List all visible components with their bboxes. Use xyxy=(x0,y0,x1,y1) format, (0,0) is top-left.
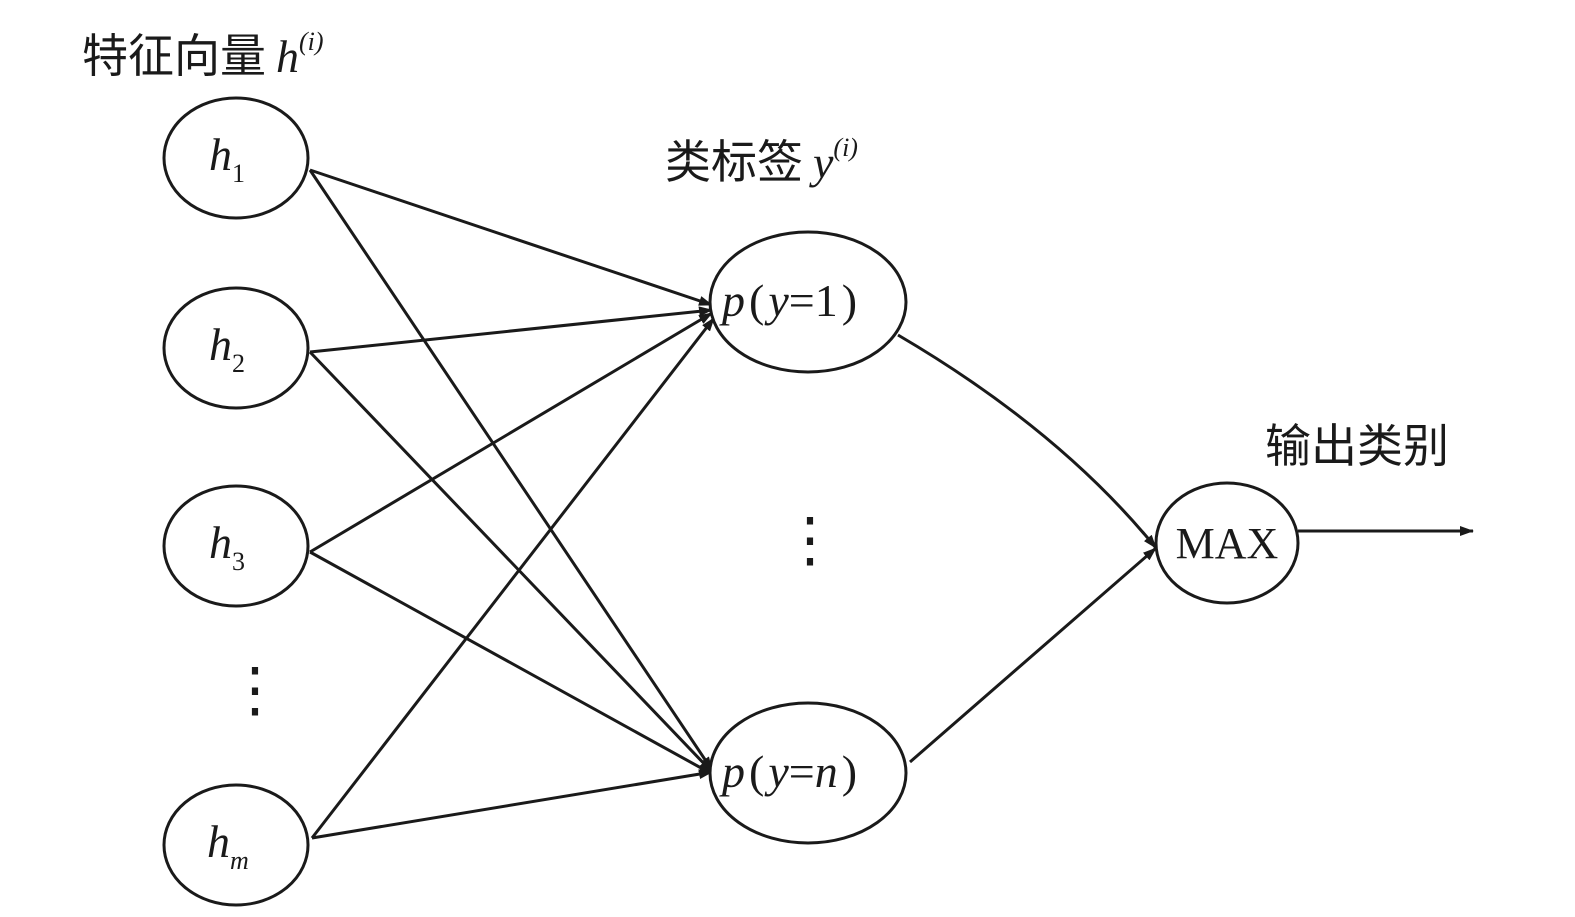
input-ellipsis: ⋮ xyxy=(225,657,285,723)
edge-h3-p1 xyxy=(309,311,713,554)
node-ellipse xyxy=(162,96,310,220)
edge-hm-p1 xyxy=(310,317,716,839)
node-var: h xyxy=(209,319,232,370)
prob-node-yn: p(y=n) xyxy=(708,701,908,845)
prob-node-y1: p(y=1) xyxy=(708,230,908,374)
output-class-title: 输出类别 xyxy=(1265,419,1449,473)
edge-h2-pn xyxy=(308,350,714,774)
svg-text:p(y=n): p(y=n) xyxy=(719,746,857,797)
input-node-h2: h2 xyxy=(162,286,310,410)
node-ellipse xyxy=(708,701,908,845)
node-sub: 1 xyxy=(232,159,245,188)
node-ellipse xyxy=(162,484,310,608)
max-node: MAX xyxy=(1154,481,1300,605)
node-ellipse xyxy=(162,783,310,907)
svg-text:h1: h1 xyxy=(209,129,245,188)
svg-text:h2: h2 xyxy=(209,319,245,378)
connection-edges xyxy=(308,168,1474,840)
node-var: h xyxy=(209,517,232,568)
svg-text:h3: h3 xyxy=(209,517,245,576)
input-node-hm: hm xyxy=(162,783,310,907)
edge-h2-p1 xyxy=(309,306,713,354)
node-ellipse xyxy=(1154,481,1300,605)
input-node-h3: h3 xyxy=(162,484,310,608)
edge-hm-pn xyxy=(311,769,713,840)
edge-p1-max xyxy=(897,333,1158,549)
prob-ellipsis: ⋮ xyxy=(780,507,840,573)
node-var: h xyxy=(207,816,230,867)
edge-h1-pn xyxy=(308,169,714,771)
node-ellipse xyxy=(162,286,310,410)
max-label: MAX xyxy=(1176,519,1279,568)
node-sub: 2 xyxy=(232,349,245,378)
input-node-h1: h1 xyxy=(162,96,310,220)
svg-text:hm: hm xyxy=(207,816,249,875)
node-ellipse xyxy=(708,230,908,374)
edge-h1-p1 xyxy=(309,168,713,307)
edge-h3-pn xyxy=(309,550,713,776)
svg-text:p(y=1): p(y=1) xyxy=(719,275,857,326)
edge-pn-max xyxy=(909,546,1157,764)
node-var: h xyxy=(209,129,232,180)
node-sub: 3 xyxy=(232,547,245,576)
node-sub: m xyxy=(230,846,249,875)
